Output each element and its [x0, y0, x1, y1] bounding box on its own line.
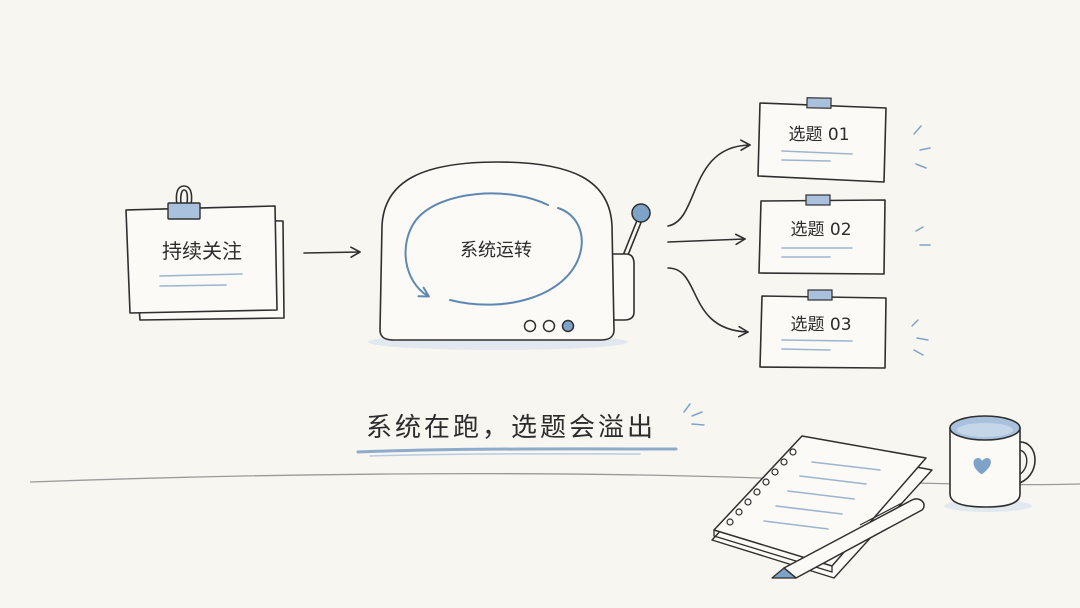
topic-label: 选题 03 — [790, 315, 851, 335]
topic-card: 选题 02 — [758, 194, 886, 275]
binder-clip-icon — [167, 185, 201, 220]
mug-icon — [944, 415, 1036, 512]
topic-label: 选题 01 — [788, 125, 849, 145]
caption-underline — [356, 447, 678, 454]
pen-icon — [771, 498, 925, 579]
arrow-to-topic-2 — [667, 233, 746, 246]
source-card: 持续关注 — [125, 205, 285, 321]
arrow-to-machine — [303, 246, 361, 258]
heart-icon — [973, 458, 991, 474]
topic-card: 选题 03 — [759, 289, 887, 369]
arrow-to-topic-3 — [667, 267, 749, 338]
source-card-label: 持续关注 — [162, 239, 242, 263]
notebook-icon — [711, 435, 933, 579]
caption-text: 系统在跑，选题会溢出 — [366, 413, 656, 443]
arrow-to-topic-1 — [667, 139, 751, 227]
sparkle-marks — [683, 125, 931, 426]
machine: 系统运转 — [368, 161, 651, 350]
machine-label: 系统运转 — [460, 240, 532, 261]
topic-label: 选题 02 — [790, 220, 851, 240]
topic-card: 选题 01 — [757, 97, 887, 183]
